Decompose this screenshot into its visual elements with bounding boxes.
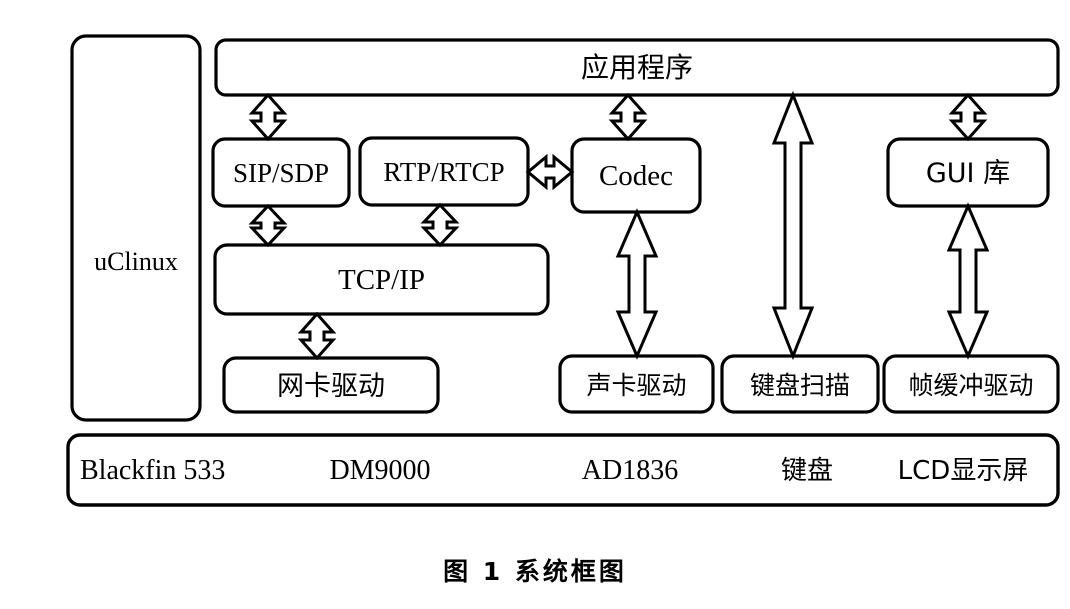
box-gui-lib [886,137,1050,208]
arrow-rtp-to-tcpip [420,202,460,248]
arrow-tcpip-to-nic [297,311,337,361]
arrow-app-to-codec [608,92,648,142]
arrow-rtp-to-codec [525,153,575,191]
arrow-app-to-sip [248,92,288,142]
box-sip-sdp [211,137,351,208]
box-hardware-bar [66,433,1060,507]
box-nic-driver [222,356,440,414]
arrow-codec-to-sound [615,208,659,360]
arrow-sip-to-tcpip [248,203,288,248]
arrow-gui-to-framebuffer [946,202,990,360]
box-codec [570,137,702,214]
box-application-layer [214,38,1060,97]
arrow-app-to-keyboard-scan [771,90,815,361]
arrow-app-to-gui [948,92,988,142]
box-keyboard-scan [720,354,880,414]
box-tcpip [213,243,550,316]
box-rtp-rtcp [358,136,530,207]
figure-caption: 图 1 系统框图 [443,557,627,586]
box-framebuffer-driver [882,354,1060,414]
box-sound-driver [558,354,715,414]
box-uclinux [70,34,202,422]
